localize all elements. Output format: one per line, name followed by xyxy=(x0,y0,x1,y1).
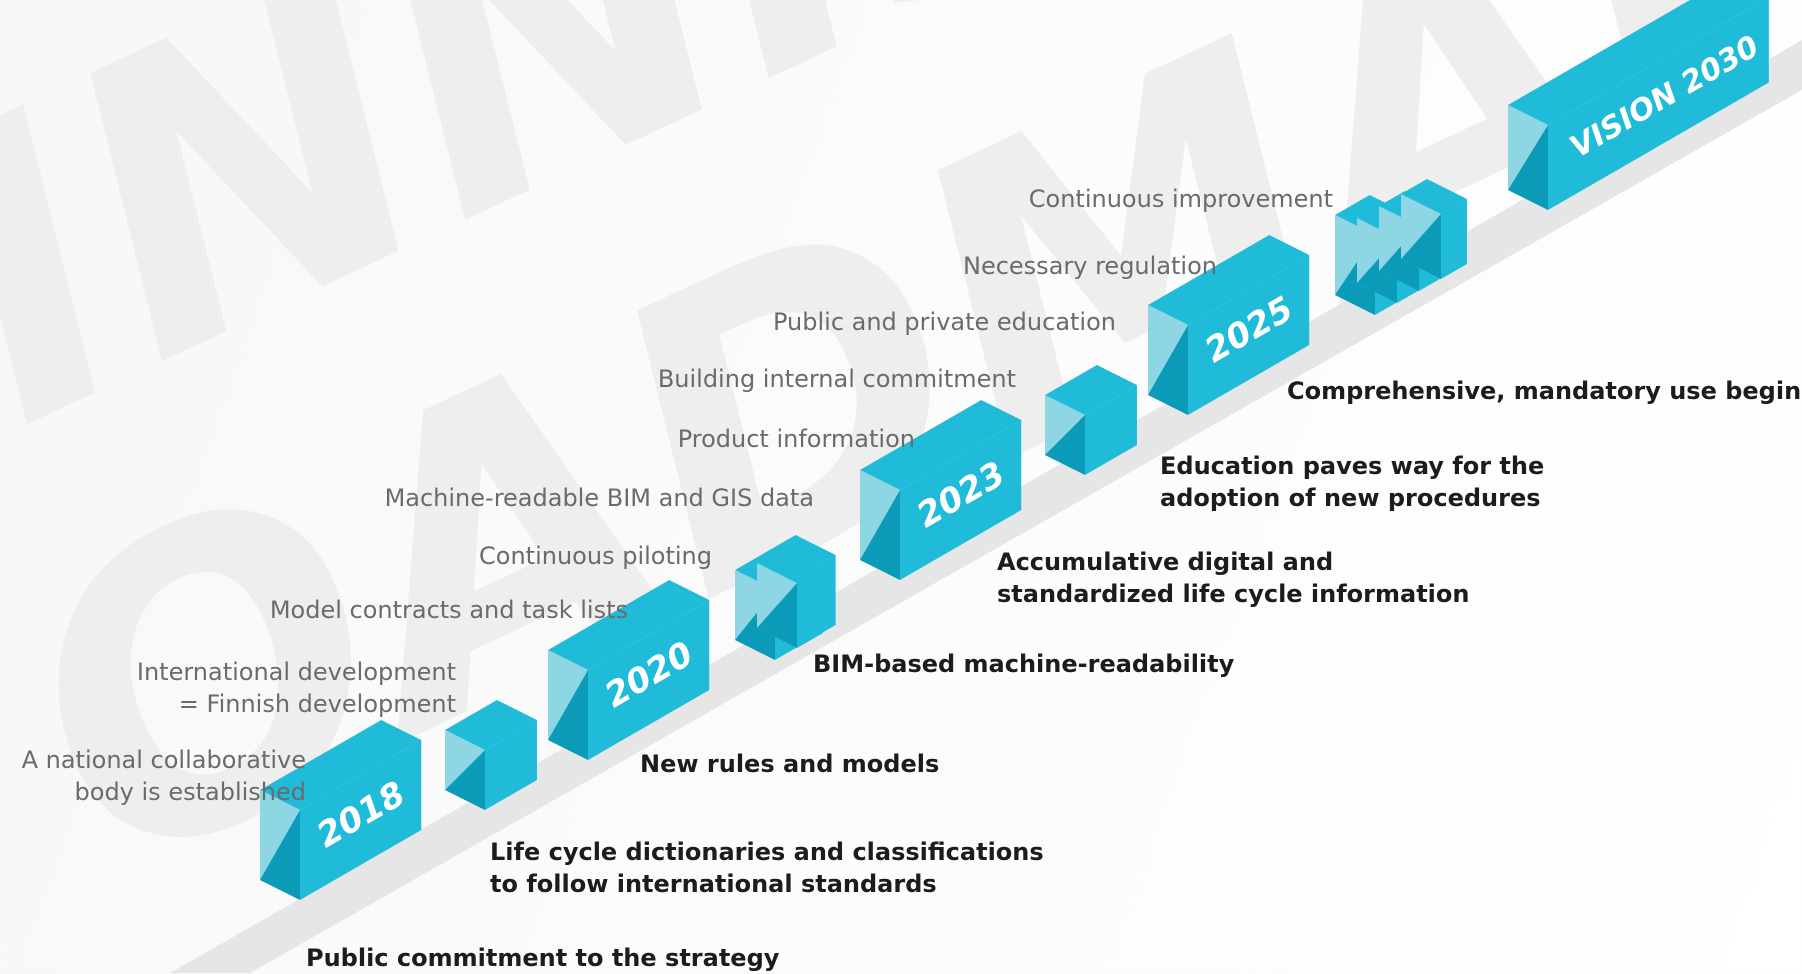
top-label-3: Continuous piloting xyxy=(479,540,712,572)
milestone-cube-7-top-face xyxy=(1508,0,1765,125)
milestone-description-4-line-1: standardized life cycle information xyxy=(997,580,1470,608)
milestone-description-2-line-0: New rules and models xyxy=(640,750,940,778)
milestone-cube-4 xyxy=(860,400,1022,580)
milestone-cube-2-top-face xyxy=(548,580,710,670)
top-label-8-line-0: Necessary regulation xyxy=(963,252,1217,280)
milestone-cube-2 xyxy=(548,580,710,760)
milestone-cube-1-end-shade xyxy=(445,750,485,810)
milestone-cube-1 xyxy=(445,700,537,810)
milestone-cube-3-slice-1-top-face xyxy=(757,548,823,583)
milestone-description-6: Comprehensive, mandatory use begins xyxy=(1287,375,1802,407)
top-label-6-line-0: Building internal commitment xyxy=(657,365,1016,393)
milestone-description-1: Life cycle dictionaries and classificati… xyxy=(490,836,1044,900)
milestone-cube-0 xyxy=(260,720,422,900)
top-label-2: Model contracts and task lists xyxy=(270,594,628,626)
top-label-5: Product information xyxy=(678,423,915,455)
milestone-cube-0-end-shade xyxy=(260,810,300,900)
milestone-description-1-line-1: to follow international standards xyxy=(490,870,937,898)
milestone-cube-4-end-shade xyxy=(860,490,900,580)
milestone-cube-3-slice-1-end-shade xyxy=(757,583,797,648)
milestone-description-5-line-1: adoption of new procedures xyxy=(1160,484,1541,512)
milestone-cube-6-top-face xyxy=(1148,235,1310,325)
milestone-cube-1-top-face xyxy=(445,700,537,750)
milestone-description-4: Accumulative digital and standardized lif… xyxy=(997,546,1469,610)
top-label-6: Building internal commitment xyxy=(658,363,1016,395)
milestone-cube-3-slice-1-long-face xyxy=(797,568,823,648)
milestone-cube-5-end-shade xyxy=(1045,415,1085,475)
milestone-cube-4-long-face xyxy=(900,420,1022,580)
top-label-8: Necessary regulation xyxy=(963,250,1217,282)
milestone-cube-4-top-face xyxy=(860,400,1022,490)
milestone-cube-6 xyxy=(1148,235,1310,415)
improvement-slice-3-top-face xyxy=(1401,179,1467,214)
top-label-3-line-0: Continuous piloting xyxy=(479,542,712,570)
milestone-description-3: BIM-based machine-readability xyxy=(813,648,1234,680)
milestone-cube-0-long-face xyxy=(300,740,422,900)
milestone-cube-7-long-face xyxy=(1548,0,1769,210)
improvement-slice-3-long-face xyxy=(1441,199,1467,279)
improvement-slice-3-end-shade xyxy=(1401,214,1441,279)
milestone-description-0-line-0: Public commitment to the strategy xyxy=(306,944,780,972)
milestone-description-5-line-0: Education paves way for the xyxy=(1160,452,1545,480)
milestone-description-4-line-0: Accumulative digital and xyxy=(997,548,1334,576)
top-label-1-line-1: = Finnish development xyxy=(178,690,456,718)
milestone-cube-6-long-face xyxy=(1188,255,1310,415)
top-label-4: Machine-readable BIM and GIS data xyxy=(385,482,814,514)
top-label-0-line-0: A national collaborative xyxy=(21,746,306,774)
top-label-5-line-0: Product information xyxy=(677,425,915,453)
milestone-description-2: New rules and models xyxy=(640,748,939,780)
milestone-description-0: Public commitment to the strategy xyxy=(306,942,779,974)
top-label-4-line-0: Machine-readable BIM and GIS data xyxy=(384,484,814,512)
milestone-cube-1-long-face xyxy=(485,720,537,810)
milestone-cube-3-slice-1 xyxy=(757,548,823,648)
milestone-cube-7-end-shade xyxy=(1508,125,1548,210)
top-label-9-line-0: Continuous improvement xyxy=(1028,185,1333,213)
milestone-description-6-line-0: Comprehensive, mandatory use begins xyxy=(1287,377,1802,405)
milestone-description-3-line-0: BIM-based machine-readability xyxy=(813,650,1235,678)
top-label-9: Continuous improvement xyxy=(1029,183,1333,215)
top-label-0-line-1: body is established xyxy=(74,778,306,806)
top-label-7-line-0: Public and private education xyxy=(772,308,1116,336)
milestone-cube-5 xyxy=(1045,365,1137,475)
milestone-cube-5-top-face xyxy=(1045,365,1137,415)
top-label-1-line-0: International development xyxy=(136,658,456,686)
milestone-description-1-line-0: Life cycle dictionaries and classificati… xyxy=(490,838,1044,866)
top-label-7: Public and private education xyxy=(773,306,1116,338)
milestone-cube-2-end-shade xyxy=(548,670,588,760)
top-label-2-line-0: Model contracts and task lists xyxy=(269,596,628,624)
milestone-cube-7 xyxy=(1508,0,1769,210)
milestone-description-5: Education paves way for the adoption of n… xyxy=(1160,450,1544,514)
top-label-1: International development = Finnish devel… xyxy=(137,656,456,720)
milestone-cube-6-end-shade xyxy=(1148,325,1188,415)
improvement-slice-3 xyxy=(1401,179,1467,279)
milestone-cube-2-long-face xyxy=(588,600,710,760)
milestone-cube-0-top-face xyxy=(260,720,422,810)
milestone-cube-5-long-face xyxy=(1085,385,1137,475)
top-label-0: A national collaborative body is establis… xyxy=(22,744,306,808)
